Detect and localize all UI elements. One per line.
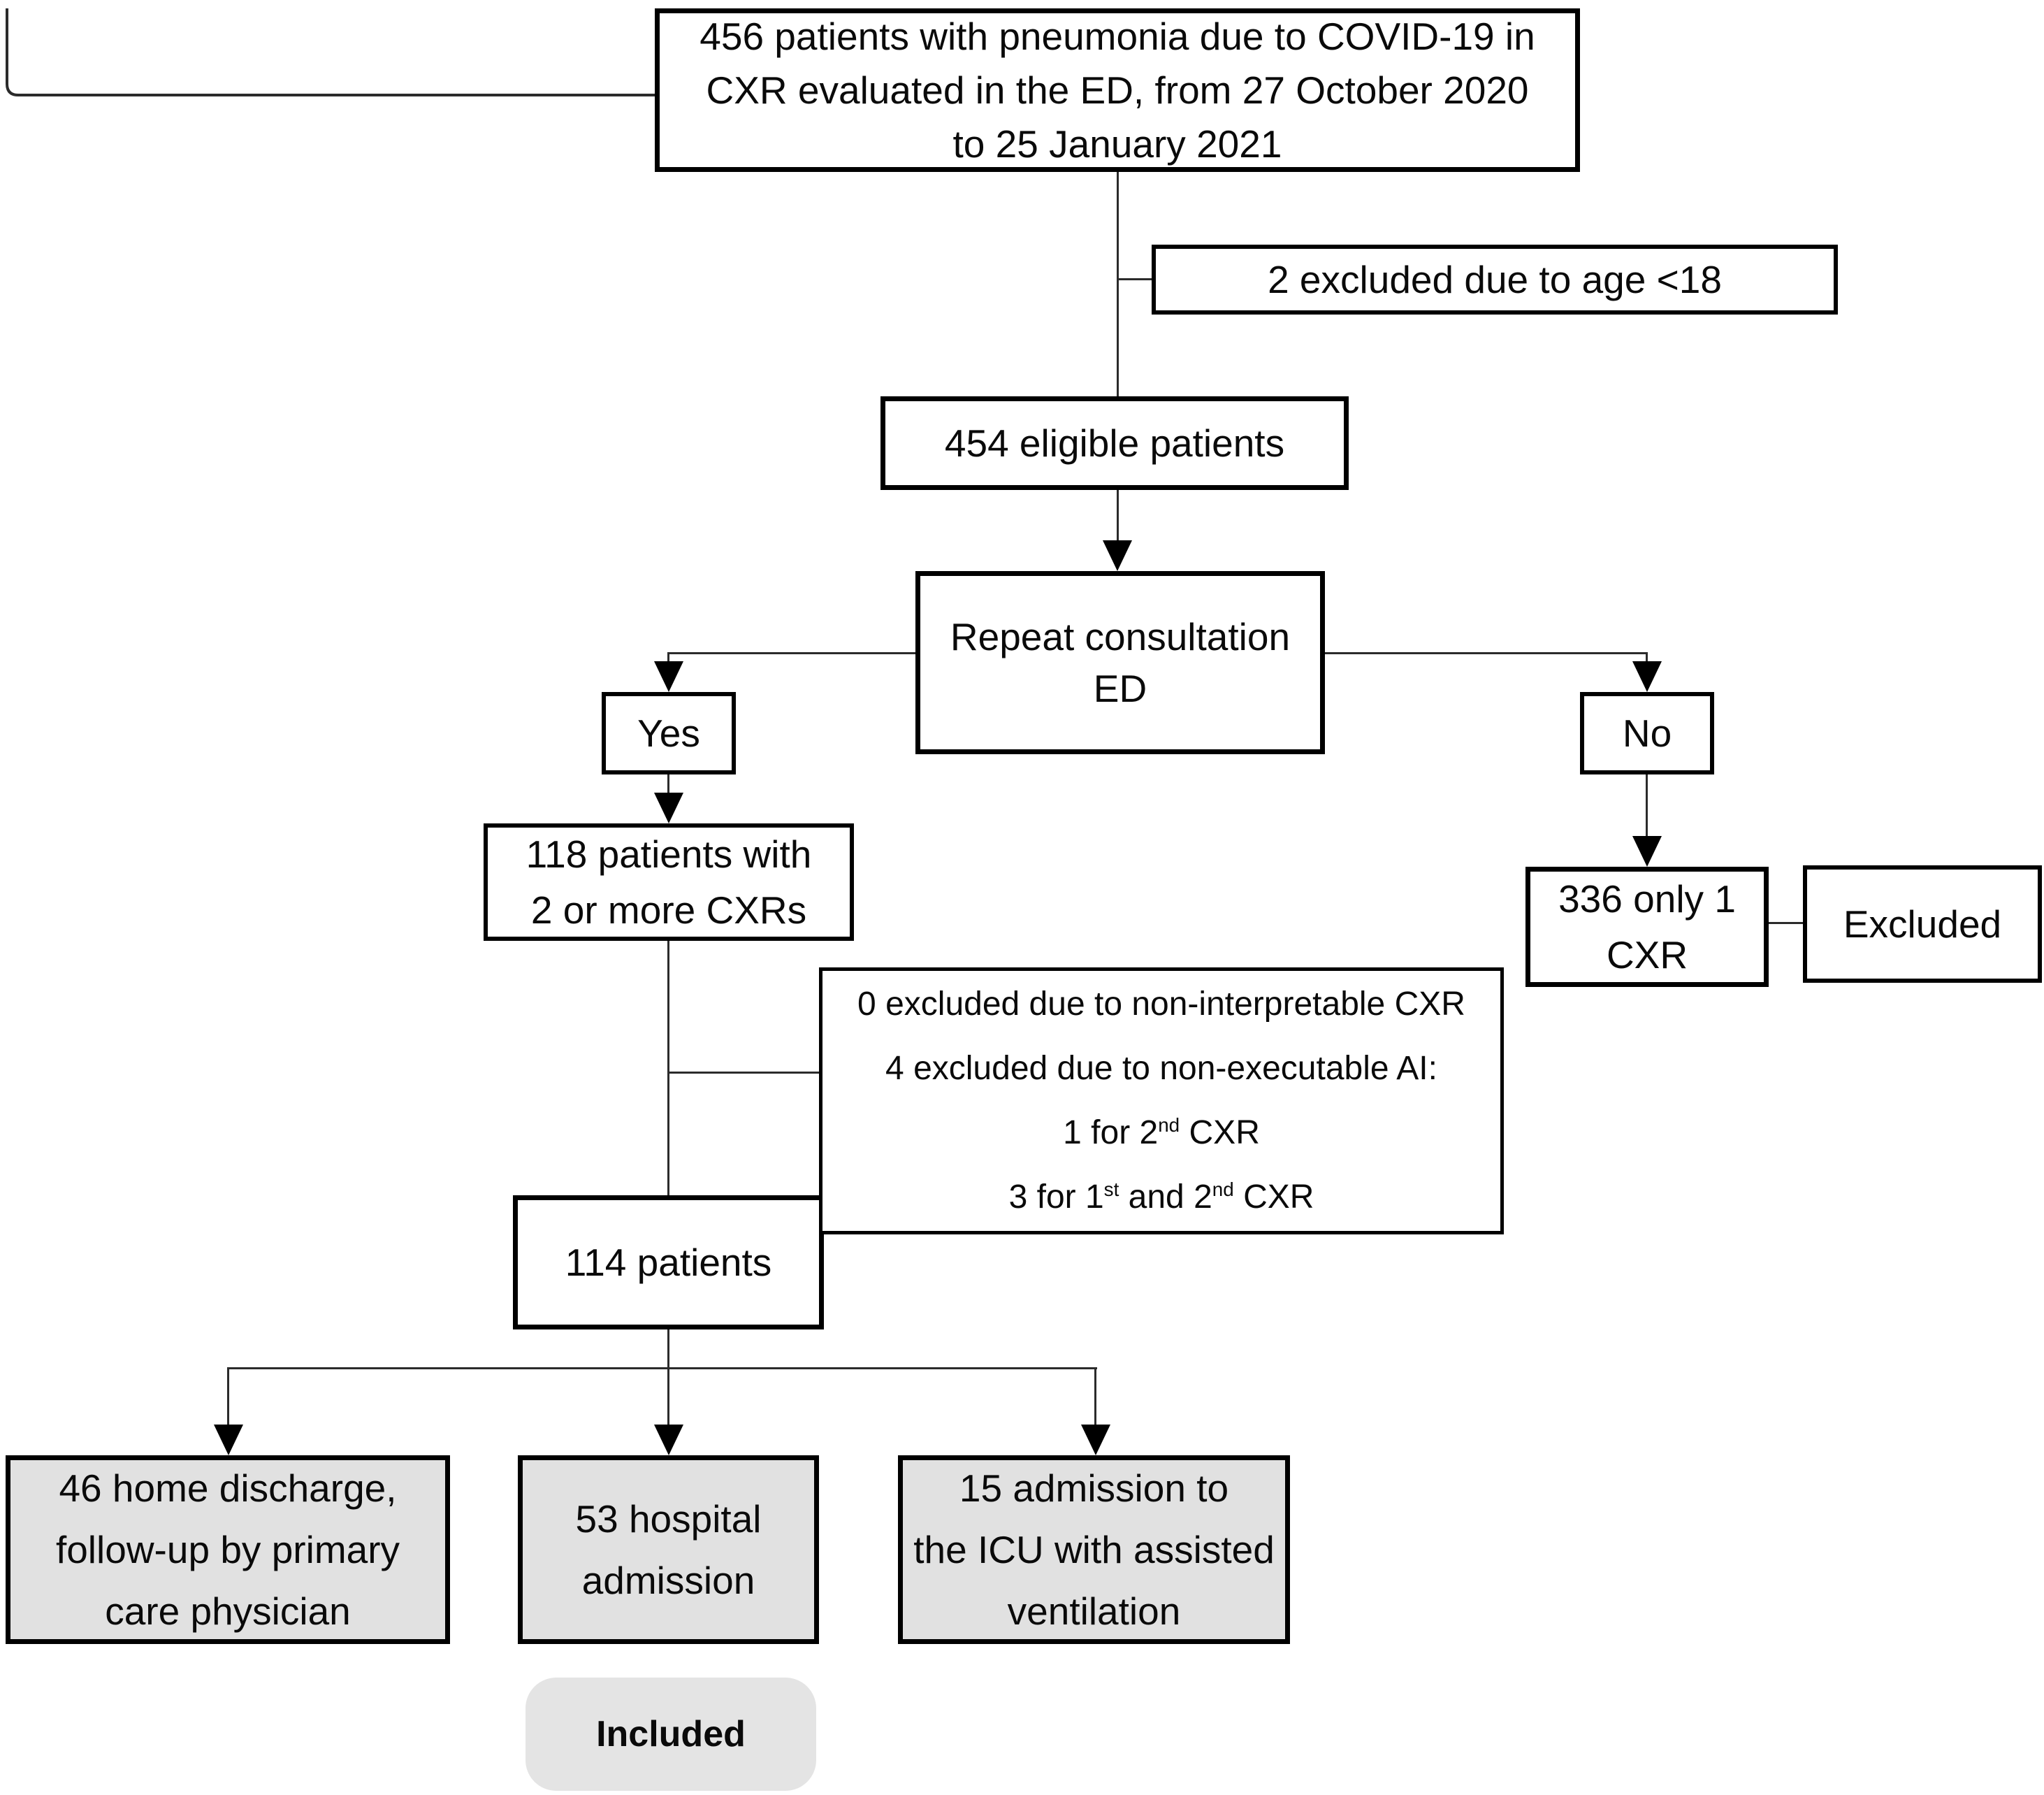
arrowhead-into-yes — [654, 661, 683, 692]
connector-stub-exclusion-reasons — [667, 1072, 824, 1074]
arrowhead-into-hospital — [654, 1425, 683, 1455]
excluded-age-label: 2 excluded due to age <18 — [1268, 257, 1722, 301]
initial-patients-box: 456 patients with pneumonia due to COVID… — [655, 8, 1580, 172]
eligible-patients-box: 454 eligible patients — [880, 396, 1349, 490]
connector-yes-to-118 — [667, 773, 669, 794]
only-one-cxr-box: 336 only 1 CXR — [1525, 867, 1769, 987]
arrowhead-into-no — [1632, 661, 1662, 692]
two-or-more-line-1: 118 patients with — [526, 832, 812, 876]
home-discharge-line-3: care physician — [105, 1589, 351, 1633]
home-discharge-line-1: 46 home discharge, — [59, 1466, 397, 1510]
patients-114-label: 114 patients — [565, 1240, 772, 1284]
only-one-line-1: 336 only 1 — [1558, 877, 1736, 921]
hospital-admission-box: 53 hospital admission — [518, 1455, 819, 1644]
included-label: Included — [596, 1714, 746, 1754]
connector-no-to-336 — [1646, 773, 1648, 837]
only-one-line-2: CXR — [1606, 933, 1688, 976]
icu-admission-line-3: ventilation — [1007, 1589, 1181, 1633]
branch-line-outcomes — [227, 1367, 1097, 1369]
exclusion-reasons-line-2: 4 excluded due to non-executable AI: — [885, 1050, 1437, 1087]
icu-admission-box: 15 admission to the ICU with assisted ve… — [898, 1455, 1290, 1644]
connector-114-to-branch — [667, 1328, 669, 1369]
excluded-box: Excluded — [1803, 865, 2042, 983]
icu-admission-line-2: the ICU with assisted — [913, 1528, 1275, 1571]
home-discharge-line-2: follow-up by primary — [55, 1528, 400, 1571]
repeat-consultation-label: Repeat consultation ED — [950, 614, 1291, 710]
initial-line-3: to 25 January 2021 — [952, 122, 1282, 166]
connector-118-to-114 — [667, 939, 669, 1197]
exclusion-reasons-box: 0 excluded due to non-interpretable CXR … — [819, 967, 1504, 1234]
exclusion-reasons-line-3: 1 for 2nd CXR — [1063, 1114, 1260, 1151]
arrowhead-into-icu — [1081, 1425, 1110, 1455]
connector-stub-excluded-age — [1118, 278, 1152, 280]
exclusion-reasons-line-4: 3 for 1st and 2nd CXR — [1008, 1178, 1314, 1216]
connector-336-to-excluded — [1769, 922, 1803, 924]
initial-line-2: CXR evaluated in the ED, from 27 October… — [706, 68, 1529, 112]
no-box: No — [1580, 692, 1714, 774]
two-or-more-line-2: 2 or more CXRs — [530, 888, 807, 932]
exclusion-reasons-line-1: 0 excluded due to non-interpretable CXR — [857, 986, 1465, 1023]
connector-consult-left — [667, 652, 917, 654]
eligible-patients-label: 454 eligible patients — [944, 421, 1285, 465]
yes-box: Yes — [602, 692, 736, 774]
patients-114-box: 114 patients — [513, 1195, 824, 1329]
connector-consult-right — [1324, 652, 1648, 654]
initial-line-1: 456 patients with pneumonia due to COVID… — [700, 14, 1535, 58]
connector-initial-to-eligible — [1117, 171, 1119, 397]
hospital-admission-line-2: admission — [581, 1559, 755, 1602]
connector-drop-no — [1646, 652, 1648, 663]
included-box: Included — [526, 1678, 816, 1791]
connector-drop-icu — [1094, 1367, 1096, 1427]
connector-drop-hospital — [667, 1367, 669, 1427]
arrowhead-into-home — [214, 1425, 243, 1455]
icu-admission-line-1: 15 admission to — [959, 1466, 1229, 1510]
arrowhead-into-118 — [654, 793, 683, 823]
arrowhead-into-consult — [1103, 540, 1132, 571]
connector-eligible-to-consult — [1117, 490, 1119, 543]
home-discharge-box: 46 home discharge, follow-up by primary … — [6, 1455, 450, 1644]
connector-drop-yes — [667, 652, 669, 663]
excluded-age-box: 2 excluded due to age <18 — [1152, 245, 1838, 315]
no-label: No — [1622, 711, 1672, 755]
repeat-consultation-box: Repeat consultation ED — [915, 571, 1325, 754]
excluded-label: Excluded — [1843, 902, 2002, 946]
connector-drop-home — [227, 1367, 229, 1427]
arrowhead-into-336 — [1632, 836, 1662, 867]
hospital-admission-line-1: 53 hospital — [575, 1497, 762, 1541]
two-or-more-cxrs-box: 118 patients with 2 or more CXRs — [484, 823, 854, 941]
yes-label: Yes — [637, 711, 700, 755]
